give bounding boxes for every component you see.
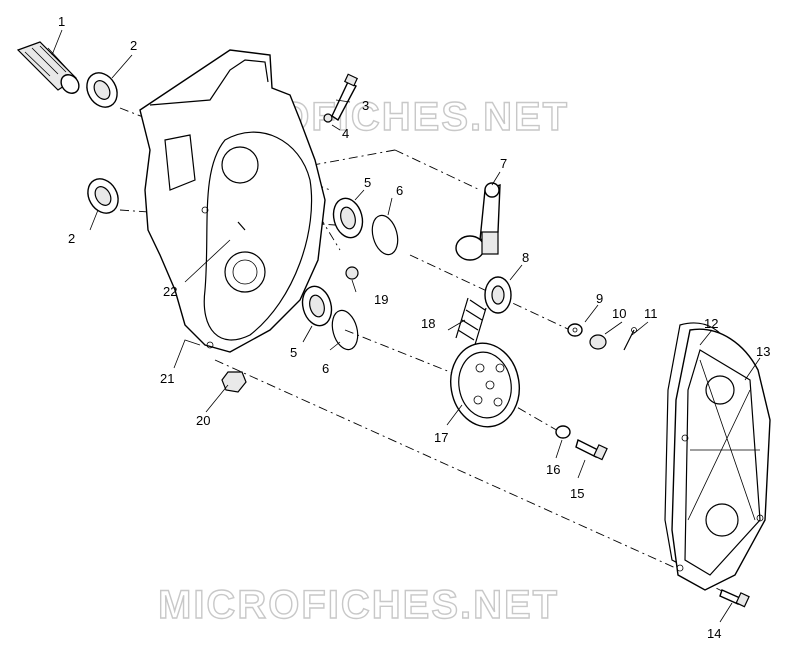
shaft-part [16,41,80,94]
cap-screw-part [575,438,608,461]
callout-15: 15 [570,486,584,501]
callout-1: 1 [58,14,65,29]
callout-18: 18 [421,316,435,331]
callout-4: 4 [342,126,349,141]
cover-bolt-part [719,589,750,608]
washer-small-part [555,425,571,439]
small-sprocket-part [484,276,512,314]
callout-17: 17 [434,430,448,445]
callout-2-bottom: 2 [68,231,75,246]
callout-16: 16 [546,462,560,477]
callout-5-top: 5 [364,175,371,190]
seal-bottom-part [87,178,119,214]
o-ring-top-part [371,214,399,256]
callout-5-bottom: 5 [290,345,297,360]
callout-13: 13 [756,344,770,359]
callout-6-top: 6 [396,183,403,198]
callout-21: 21 [160,371,174,386]
nut-part [323,113,333,123]
callout-8: 8 [522,250,529,265]
callout-11: 11 [644,306,658,321]
callout-19: 19 [374,292,388,307]
leader-lines [51,29,761,623]
callout-10: 10 [612,306,626,321]
chaincase-housing [139,49,326,353]
nut-small-part [345,266,359,280]
callout-14: 14 [707,626,721,641]
chain-part [455,297,487,349]
callout-20: 20 [196,413,210,428]
bearing-bottom-part [301,285,333,327]
large-sprocket-part [450,342,520,428]
castle-nut-part [589,334,607,350]
callout-3: 3 [362,98,369,113]
callout-9: 9 [596,291,603,306]
callout-7: 7 [500,156,507,171]
bearing-top-part [332,197,364,239]
drain-plug-part [221,371,247,393]
callout-22: 22 [163,284,177,299]
chaincase-cover-part [671,328,771,591]
washer-part [567,323,583,337]
o-ring-bottom-part [331,309,359,351]
cotter-pin-part [623,327,637,351]
callout-6-bottom: 6 [322,361,329,376]
stud-part [237,221,246,231]
callout-2-top: 2 [130,38,137,53]
tensioner-arm-part [455,182,501,261]
watermark-bottom: MICROFICHES.NET [158,583,559,627]
seal-top-part [86,72,118,108]
callout-12: 12 [704,316,718,331]
